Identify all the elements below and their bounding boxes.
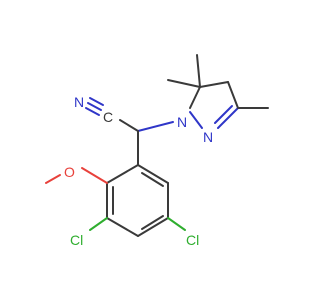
bond-aryl-o [81,167,108,184]
bond-nitrile-c-ch [119,119,139,132]
atom-label-nitrile-c: C [103,109,113,125]
bond-methyl-b [196,54,201,88]
pyrazoline-ring [189,81,239,129]
bond-aryl-cl-left [89,217,108,231]
molecule-structure: N C N N O Cl Cl [45,54,269,248]
atom-label-methoxy-o: O [64,164,75,180]
atom-label-cl-left: Cl [70,232,83,248]
benzene-ring [106,164,169,237]
bond-o-methyl [45,174,61,184]
nitrile-triple-bond [85,97,104,116]
bond-methyl-a [167,79,201,88]
atom-label-ring-n1: N [177,114,187,130]
atom-label-ring-n2: N [203,129,213,145]
bond-ch-n1 [137,121,174,132]
atom-label-cl-right: Cl [186,232,199,248]
bond-aryl-cl-right [167,217,186,231]
atom-label-nitrile-n: N [74,94,84,110]
